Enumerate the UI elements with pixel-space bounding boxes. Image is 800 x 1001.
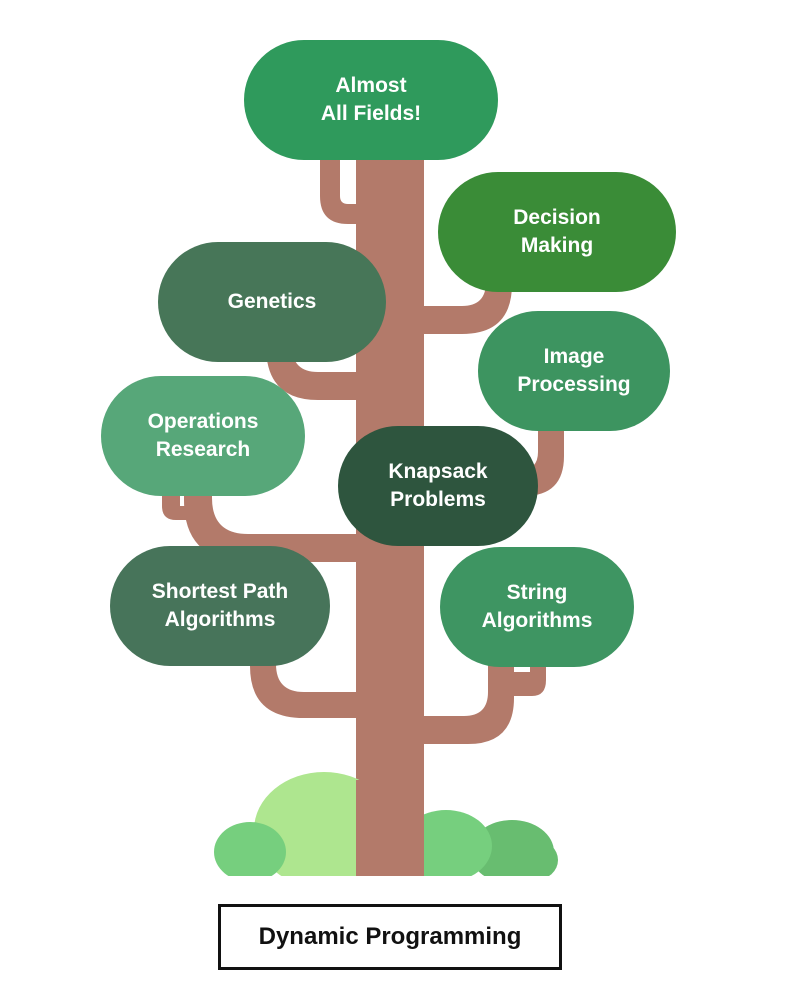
leaf-decision-making: Decision Making <box>438 172 676 292</box>
leaf-label: Almost All Fields! <box>321 72 421 128</box>
leaf-label: Image Processing <box>517 343 630 399</box>
bush-left-mid <box>214 822 286 882</box>
leaf-knapsack-problems: Knapsack Problems <box>338 426 538 546</box>
leaf-label-line-2: Problems <box>390 488 486 511</box>
leaf-label-line-1: Almost <box>335 74 407 97</box>
leaf-label-line-2: Algorithms <box>164 608 276 631</box>
leaf-label: Genetics <box>228 288 317 316</box>
leaf-operations-research: Operations Research <box>101 376 305 496</box>
leaf-label-line-1: Knapsack <box>388 460 488 483</box>
caption-box: Dynamic Programming <box>218 904 562 970</box>
branch-top-stub <box>320 150 358 224</box>
leaf-image-processing: Image Processing <box>478 311 670 431</box>
branch-string <box>422 652 514 744</box>
leaf-label-line-1: Decision <box>513 206 601 229</box>
leaf-label: Knapsack Problems <box>388 458 487 514</box>
leaf-label-line-1: Image <box>543 345 605 368</box>
trunk-base <box>356 780 424 876</box>
bush-base <box>200 876 580 906</box>
leaf-label: Operations Research <box>148 408 259 464</box>
leaf-label-line-2: Research <box>155 438 251 461</box>
branch-ops <box>184 482 358 562</box>
leaf-label-line-1: Operations <box>147 410 259 433</box>
leaf-label-line-2: Processing <box>517 373 631 396</box>
leaf-shortest-path-algorithms: Shortest Path Algorithms <box>110 546 330 666</box>
leaf-label-line-1: String <box>506 581 568 604</box>
leaf-label: String Algorithms <box>482 579 593 635</box>
bushes <box>200 772 580 906</box>
leaf-genetics: Genetics <box>158 242 386 362</box>
branch-shortest <box>250 656 358 718</box>
leaf-label-line-2: Making <box>520 234 594 257</box>
leaf-string-algorithms: String Algorithms <box>440 547 634 667</box>
leaf-almost-all-fields: Almost All Fields! <box>244 40 498 160</box>
bush-right-small <box>514 840 558 880</box>
leaf-label: Shortest Path Algorithms <box>152 578 289 634</box>
leaf-label: Decision Making <box>513 204 601 260</box>
leaf-label-line-1: Shortest Path <box>151 580 289 603</box>
caption-title: Dynamic Programming <box>258 923 522 950</box>
leaf-label-line-2: Algorithms <box>481 609 593 632</box>
leaf-label-line-1: Genetics <box>227 290 317 313</box>
leaf-label-line-2: All Fields! <box>320 102 422 125</box>
